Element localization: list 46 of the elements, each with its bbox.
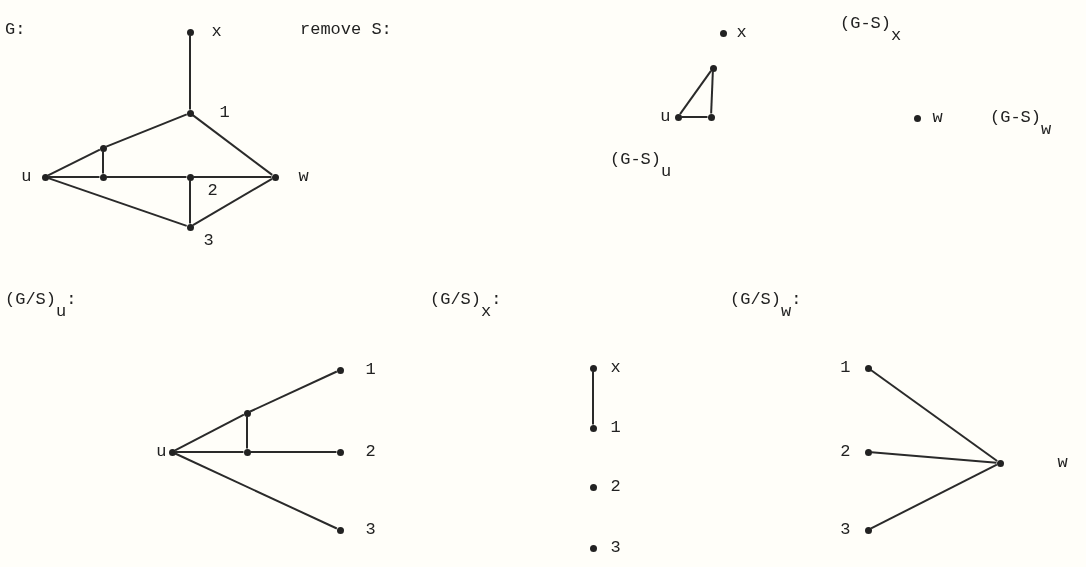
vertex-label: 1 (365, 360, 376, 380)
graph-edge (249, 370, 338, 413)
vertex-label: 1 (610, 418, 621, 438)
graph-edge (189, 179, 191, 225)
graph-edge (592, 370, 594, 426)
graph-edge (191, 114, 274, 176)
graph-edge (47, 177, 188, 227)
graph-edge (679, 69, 712, 116)
graph-edge (192, 177, 273, 227)
vertex-label: w (932, 108, 943, 128)
graph-edge (189, 34, 191, 111)
graph-name: remove S: (300, 20, 392, 40)
graph-edge (249, 451, 338, 453)
vertex-label: u (21, 167, 32, 187)
vertex-label: 2 (840, 442, 851, 462)
graph-edge (174, 451, 245, 453)
graph-edge (102, 150, 104, 175)
graph-edge (710, 70, 714, 115)
graph-edge (105, 176, 188, 178)
vertex-label: w (298, 167, 309, 187)
vertex-label: 1 (840, 358, 851, 378)
vertex-label: 3 (840, 520, 851, 540)
vertex-label: x (610, 358, 621, 378)
vertex-label: u (660, 107, 671, 127)
vertex-label: 3 (610, 538, 621, 558)
vertex-label: 3 (203, 231, 214, 251)
graph-edge (870, 451, 998, 464)
graph-edge (174, 413, 245, 452)
graph-edge (47, 148, 101, 177)
vertex-label: 1 (219, 103, 230, 123)
vertex-label: 2 (610, 477, 621, 497)
graph-edge (680, 116, 709, 118)
graph-edge (869, 369, 999, 462)
graph-edge (47, 176, 101, 178)
vertex-label: 2 (365, 442, 376, 462)
vertex-label: w (1057, 453, 1068, 473)
graph-edge (246, 415, 248, 450)
graph-name: G: (5, 20, 26, 40)
graph-edge (192, 176, 273, 178)
vertex-label: 3 (365, 520, 376, 540)
vertex-label: x (736, 23, 747, 43)
graph-edge (105, 113, 188, 148)
vertex-label: u (156, 442, 167, 462)
graph-edge (870, 463, 998, 530)
vertex-label: 2 (207, 181, 218, 201)
vertex-label: x (211, 22, 222, 42)
